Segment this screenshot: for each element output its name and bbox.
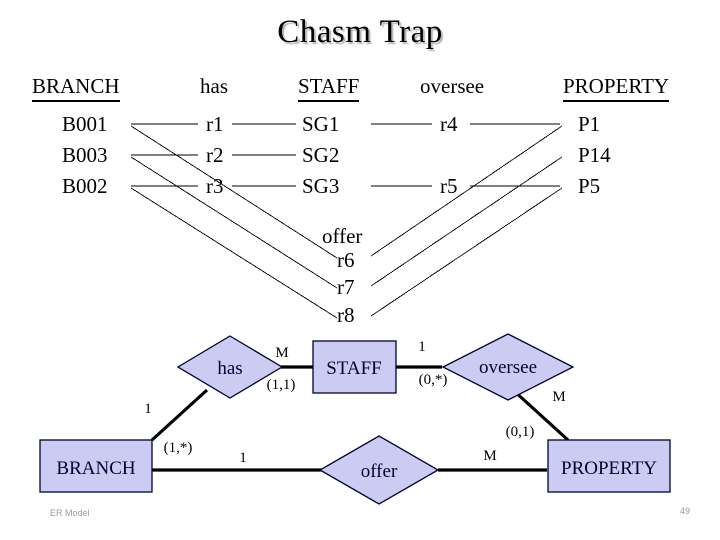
offer-column-label: offer (322, 224, 363, 248)
staff-value-3: SG3 (302, 174, 340, 198)
offer-value-3: r8 (337, 303, 355, 327)
entity-branch[interactable]: BRANCH (39, 439, 153, 493)
relationship-has[interactable]: has (176, 335, 284, 399)
entity-branch-label: BRANCH (56, 458, 135, 479)
property-value-2: P14 (578, 143, 611, 167)
footer-label: ER Model (50, 508, 90, 518)
page-number: 49 (679, 506, 690, 516)
cardinality-oversee-staff-degree: 1 (418, 339, 426, 355)
cardinality-has-branch-degree: 1 (144, 401, 152, 417)
column-header-branch: BRANCH (32, 74, 120, 102)
offer-value-2: r7 (337, 275, 355, 299)
oversee-value-2: r5 (440, 174, 458, 198)
column-header-staff: STAFF (298, 74, 360, 102)
link-branch-has (150, 388, 209, 442)
cardinality-has-staff-participation: (1,1) (267, 377, 296, 393)
oversee-value-1: r4 (440, 112, 458, 136)
property-value-3: P5 (578, 174, 601, 198)
column-header-oversee: oversee (420, 74, 485, 98)
staff-value-1: SG1 (302, 112, 340, 136)
relationship-oversee[interactable]: oversee (441, 333, 575, 401)
link-oversee-property (511, 388, 570, 442)
entity-property-label: PROPERTY (561, 458, 657, 479)
relationship-has-label: has (217, 358, 242, 379)
cardinality-oversee-property-degree: M (552, 389, 565, 405)
cardinality-has-branch-participation: (1,*) (164, 440, 193, 456)
cardinality-offer-branch-degree: 1 (239, 450, 247, 466)
staff-value-2: SG2 (302, 143, 340, 167)
offer-value-1: r6 (337, 248, 355, 272)
property-value-1: P1 (578, 112, 601, 136)
has-value-3: r3 (206, 174, 224, 198)
branch-value-3: B002 (62, 174, 108, 198)
has-value-2: r2 (206, 143, 224, 167)
has-value-1: r1 (206, 112, 224, 136)
relationship-offer[interactable]: offer (318, 435, 440, 505)
entity-property[interactable]: PROPERTY (547, 439, 671, 493)
column-header-property: PROPERTY (563, 74, 670, 102)
branch-value-2: B003 (62, 143, 108, 167)
cardinality-has-staff-degree: M (275, 345, 288, 361)
page-title: Chasm Trap (277, 14, 443, 50)
entity-staff-label: STAFF (326, 358, 382, 379)
relationship-offer-label: offer (361, 461, 398, 482)
relationship-oversee-label: oversee (479, 357, 537, 378)
branch-value-1: B001 (62, 112, 108, 136)
cardinality-oversee-staff-participation: (0,*) (419, 372, 448, 388)
entity-staff[interactable]: STAFF (312, 340, 397, 394)
cardinality-offer-property-degree: M (483, 448, 496, 464)
cardinality-oversee-property-participation: (0,1) (506, 424, 535, 440)
column-header-has: has (200, 74, 228, 98)
